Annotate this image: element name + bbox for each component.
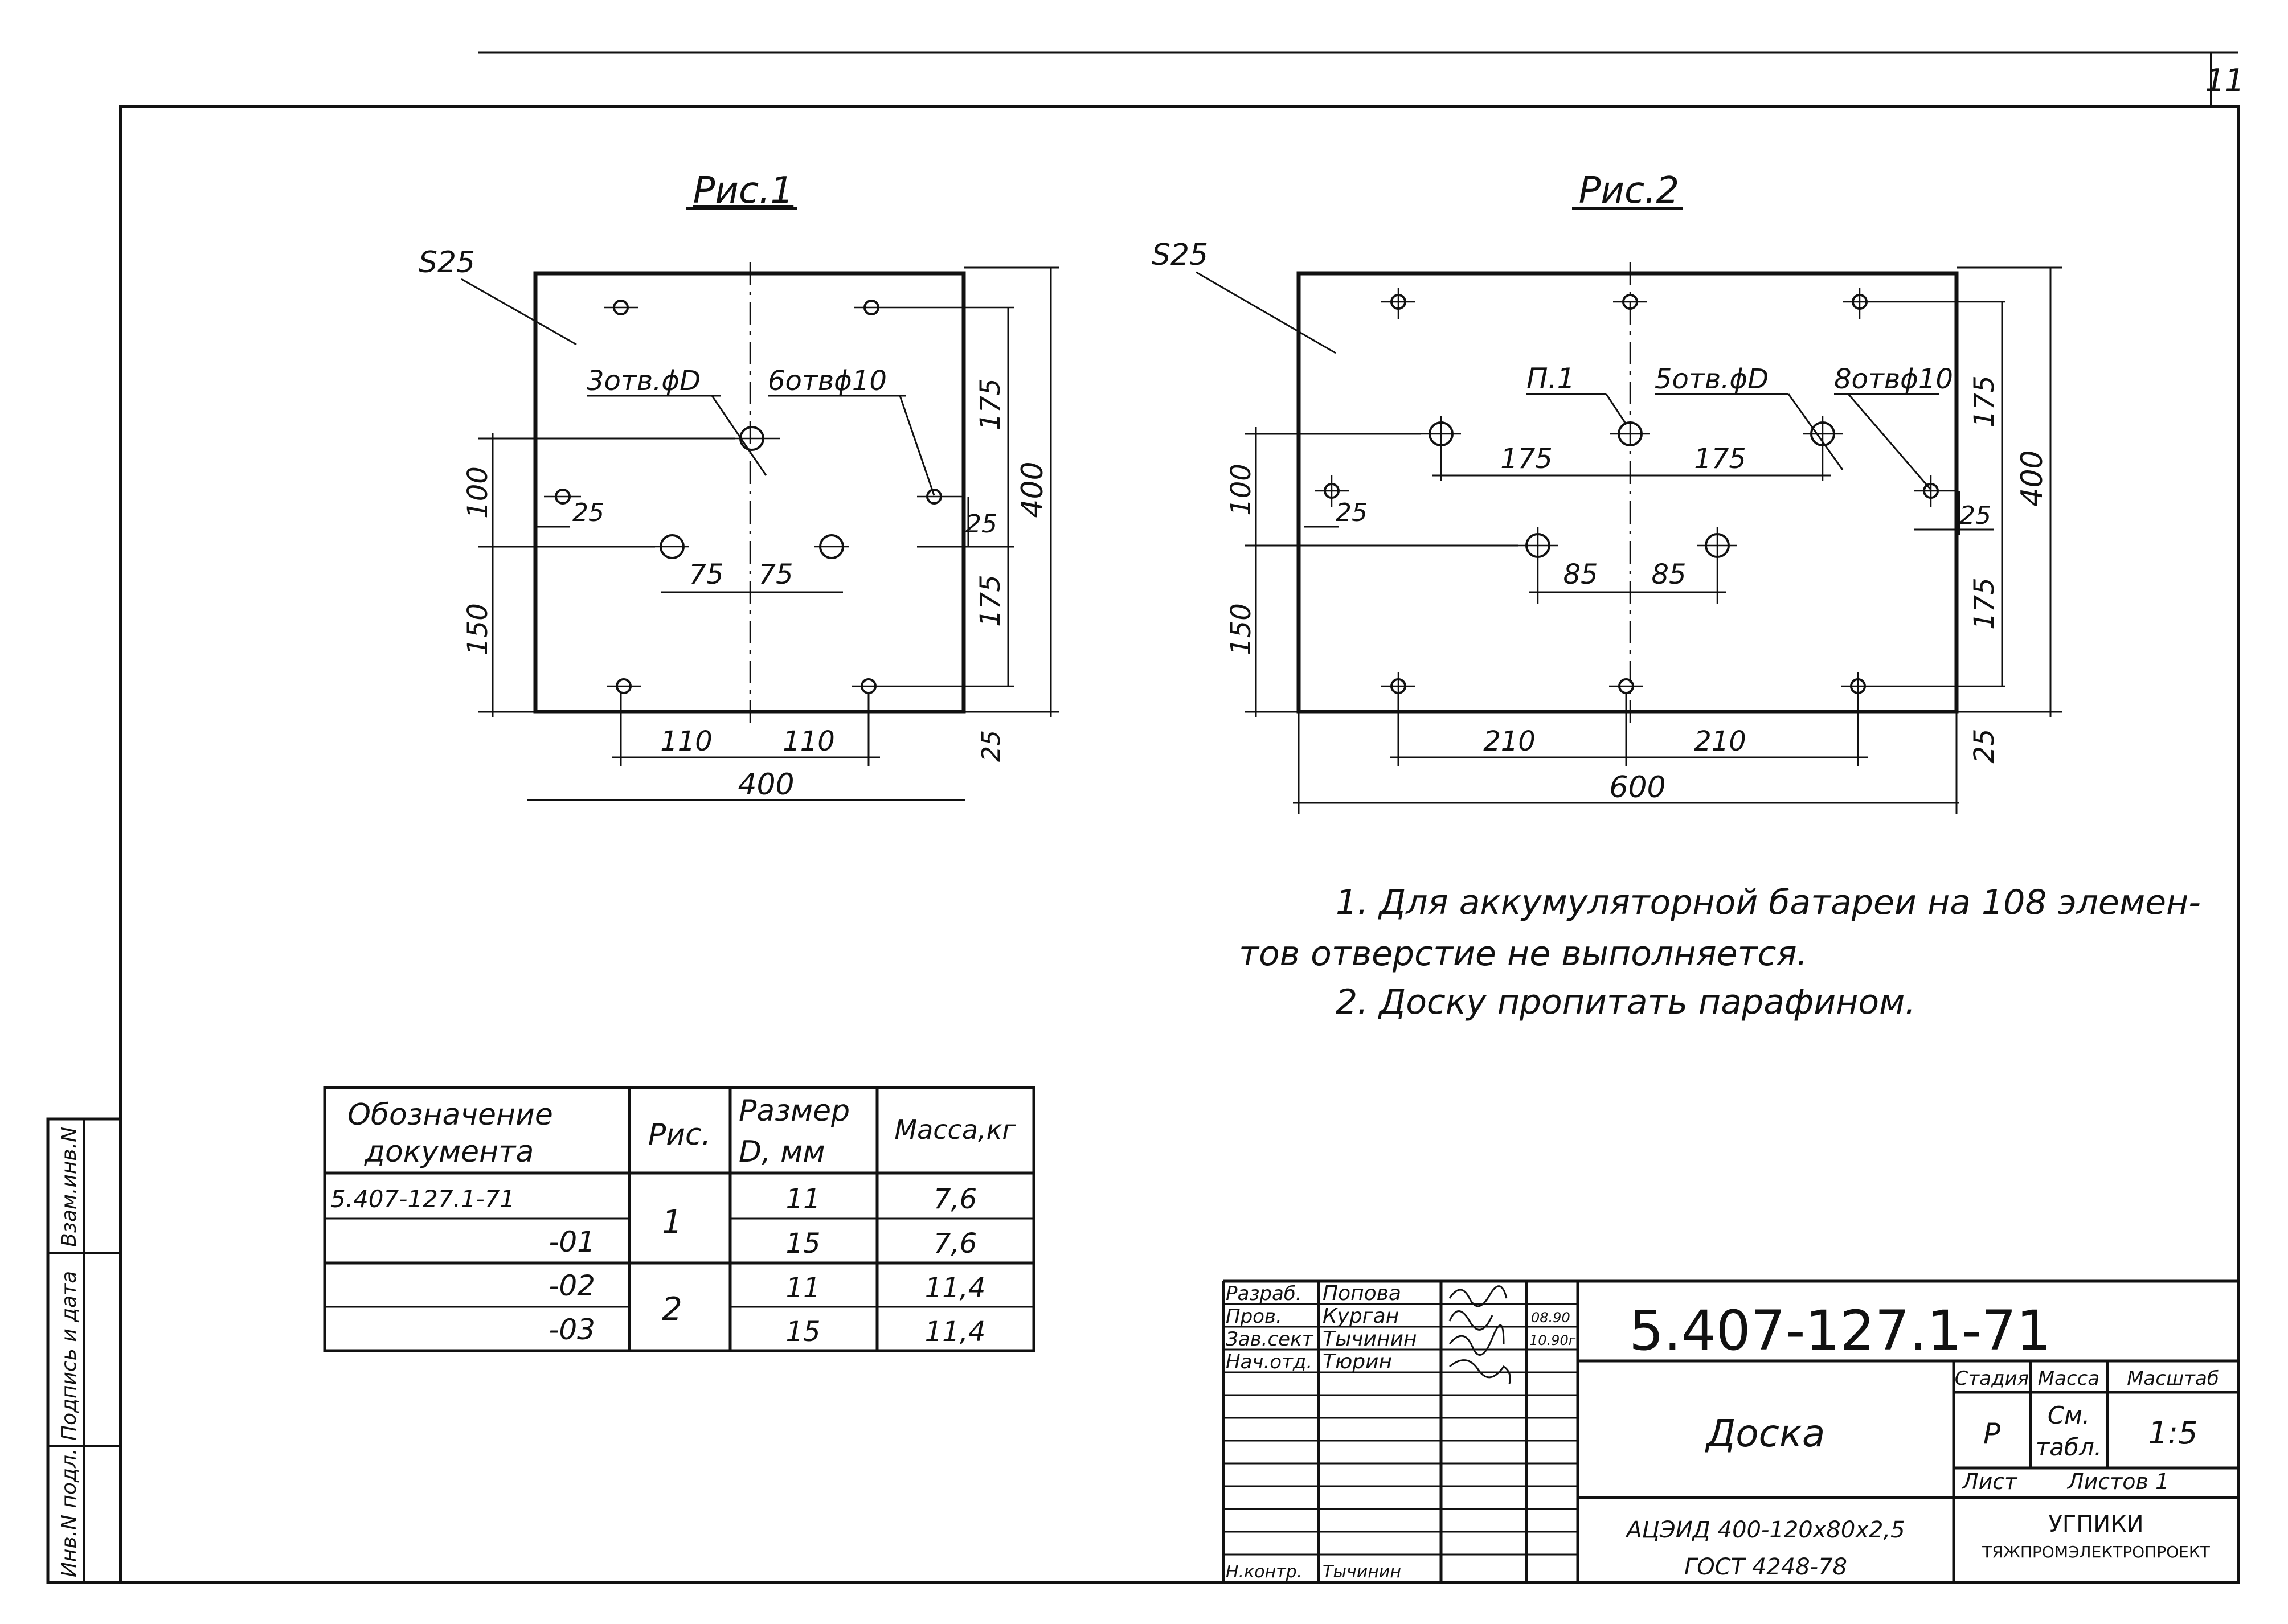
spec-row-1-size: 11 xyxy=(785,1183,820,1215)
figure-2-dim-85-b: 85 xyxy=(1651,559,1686,590)
note-line-1: 1. Для аккумуляторной батареи на 108 эле… xyxy=(1336,883,2201,922)
spec-row-3-designation: -02 xyxy=(549,1269,595,1302)
figure-1-dim-110-b: 110 xyxy=(783,725,835,757)
figure-2-dim-210-b: 210 xyxy=(1694,725,1746,757)
spec-row-2-mass: 7,6 xyxy=(934,1228,977,1260)
figure-1-dim-75-a: 75 xyxy=(689,559,723,590)
spec-row-4-size: 15 xyxy=(785,1316,820,1348)
figure-2-holes-d-label: 5отв.ϕD xyxy=(1655,363,1769,395)
tb-role-2: Пров. xyxy=(1226,1305,1282,1328)
spec-group-1-fig: 1 xyxy=(662,1204,682,1241)
spec-header-fig: Рис. xyxy=(648,1118,711,1152)
tb-name-3: Тычинин xyxy=(1323,1327,1417,1351)
figure-1-dim-150: 150 xyxy=(462,603,494,655)
figure-2-dim-175-a: 175 xyxy=(1500,443,1553,475)
figure-2: Рис.2 xyxy=(1152,170,2062,814)
note-line-2: тов отверстие не выполняется. xyxy=(1239,934,1808,974)
figure-2-title: Рис.2 xyxy=(1579,170,1679,212)
figure-2-dim-25-a: 25 xyxy=(1336,498,1368,527)
tb-scale-value: 1:5 xyxy=(2148,1415,2198,1451)
tb-role-4: Нач.отд. xyxy=(1226,1351,1312,1373)
figure-1-dim-175-top: 175 xyxy=(975,378,1006,430)
tb-org-1: УГПИКИ xyxy=(2048,1511,2143,1537)
figure-1-holes-d-label: 3отв.ϕD xyxy=(587,365,701,397)
spec-row-3-mass: 11,4 xyxy=(925,1272,986,1304)
figure-1-dim-400-h: 400 xyxy=(1016,461,1050,518)
tb-sheets-label: Листов 1 xyxy=(2066,1469,2169,1494)
tb-mass-label: Масса xyxy=(2038,1367,2099,1390)
figure-2-dim-85-a: 85 xyxy=(1563,559,1598,590)
tb-stage-label: Стадия xyxy=(1955,1367,2029,1390)
spec-row-2-size: 15 xyxy=(785,1228,820,1260)
spec-row-3-size: 11 xyxy=(785,1272,820,1304)
spec-row-4-mass: 11,4 xyxy=(925,1316,986,1348)
notes: 1. Для аккумуляторной батареи на 108 эле… xyxy=(1239,883,2201,1022)
spec-header-designation-1: Обозначение xyxy=(347,1098,553,1132)
figure-1-holes-10-label: 6отвϕ10 xyxy=(768,365,887,397)
figure-1-dim-100: 100 xyxy=(462,466,494,519)
tb-name-2: Курган xyxy=(1323,1305,1399,1328)
tb-material-1: АЦЭИД 400-120х80х2,5 xyxy=(1624,1517,1905,1543)
spec-header-size-2: D, мм xyxy=(739,1135,825,1169)
tb-role-5: Н.контр. xyxy=(1226,1562,1302,1582)
tb-mass-value-1: См. xyxy=(2048,1401,2090,1429)
figure-1-dim-110-a: 110 xyxy=(660,725,713,757)
figure-1: Рис.1 S25 xyxy=(419,170,1059,802)
spec-table: Обозначение документа Рис. Размер D, мм … xyxy=(323,1086,1035,1352)
figure-2-dim-100: 100 xyxy=(1225,464,1257,516)
figure-2-dim-400-h: 400 xyxy=(2015,450,2049,506)
tb-sheet-label: Лист xyxy=(1961,1469,2018,1494)
figure-2-dim-175-b: 175 xyxy=(1694,443,1746,475)
title-block: Разраб. Попова Пров. Курган 08.90 Зав.се… xyxy=(1222,1279,2238,1582)
figure-2-dim-150: 150 xyxy=(1225,603,1257,655)
figure-2-material: S25 xyxy=(1152,238,1208,272)
tb-name-1: Попова xyxy=(1323,1282,1401,1305)
tb-date-2: 08.90 xyxy=(1531,1310,1570,1326)
tb-material-2: ГОСТ 4248-78 xyxy=(1684,1554,1847,1580)
figure-1-material: S25 xyxy=(419,245,475,280)
tb-org-2: ТЯЖПРОМЭЛЕКТРОПРОЕКТ xyxy=(1982,1543,2211,1561)
figure-2-holes-10-label: 8отвϕ10 xyxy=(1834,363,1953,395)
figure-1-dim-25-a: 25 xyxy=(572,498,604,527)
figure-2-dim-175-bot: 175 xyxy=(1968,577,2000,630)
figure-2-dim-600-w: 600 xyxy=(1609,770,1665,805)
figure-1-dim-400-w: 400 xyxy=(738,768,794,802)
figure-2-dim-25-c: 25 xyxy=(1968,728,2000,763)
figure-2-note-p1: П.1 xyxy=(1526,362,1575,395)
spec-row-4-designation: -03 xyxy=(549,1313,595,1346)
side-stamp-sign-date: Подпись и дата xyxy=(58,1271,81,1441)
spec-header-mass: Масса,кг xyxy=(894,1114,1016,1145)
figure-2-dim-175-top: 175 xyxy=(1968,375,2000,428)
side-stamp-inv-orig: Инв.N подл. xyxy=(58,1449,81,1577)
figure-2-board xyxy=(1296,271,1959,714)
tb-name-4: Тюрин xyxy=(1323,1350,1392,1373)
figure-1-dim-25-b: 25 xyxy=(965,510,997,539)
tb-mass-value-2: табл. xyxy=(2036,1433,2102,1461)
sheet-number: 11 xyxy=(2205,63,2245,99)
side-stamp-replace-inv: Взам.инв.N xyxy=(58,1127,81,1247)
tb-name-5: Тычинин xyxy=(1323,1562,1401,1582)
tb-role-3: Зав.сект xyxy=(1226,1328,1314,1351)
figure-1-dim-25-c: 25 xyxy=(977,730,1006,762)
spec-group-2-fig: 2 xyxy=(662,1291,682,1328)
figure-1-dim-75-b: 75 xyxy=(758,559,793,590)
spec-row-1-mass: 7,6 xyxy=(934,1183,977,1215)
figure-1-title: Рис.1 xyxy=(693,170,793,212)
tb-stage-value: Р xyxy=(1983,1417,2001,1450)
tb-name: Доска xyxy=(1705,1412,1826,1455)
tb-doc-code: 5.407-127.1-71 xyxy=(1629,1299,2051,1363)
spec-row-2-designation: -01 xyxy=(549,1225,595,1258)
spec-row-1-designation: 5.407-127.1-71 xyxy=(330,1185,515,1213)
signatures xyxy=(1448,1285,1511,1384)
tb-role-1: Разраб. xyxy=(1226,1282,1302,1305)
figure-1-dim-175-bot: 175 xyxy=(975,575,1006,627)
note-line-3: 2. Доску пропитать парафином. xyxy=(1336,982,1915,1022)
figure-2-dim-25-b: 25 xyxy=(1959,501,1991,530)
spec-header-designation-2: документа xyxy=(364,1135,534,1169)
tb-scale-label: Масштаб xyxy=(2127,1367,2219,1390)
tb-date-3: 10.90г. xyxy=(1529,1332,1580,1348)
figure-2-dim-210-a: 210 xyxy=(1483,725,1536,757)
spec-header-size-1: Размер xyxy=(739,1094,850,1128)
